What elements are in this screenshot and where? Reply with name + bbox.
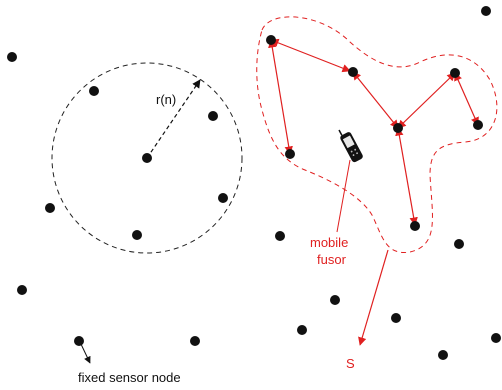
sensor-node [190,336,200,346]
sink-label: S [346,356,355,371]
sink-arrow [358,249,389,346]
sensor-node [74,336,84,346]
sensor-node [132,230,142,240]
communication-range-circle [51,62,243,254]
sensor-node [491,333,501,343]
link-a-c [268,39,293,155]
sensor-node [285,149,295,159]
sensor-node [89,86,99,96]
sensor-node [454,239,464,249]
link-b-d [352,71,399,129]
mobile-label-line2: fusor [317,252,347,267]
radius-arrow [146,79,201,159]
sensor-node [142,153,152,163]
sensor-node [7,52,17,62]
sensor-node [393,123,403,133]
link-d-g [395,127,418,226]
sensor-node [17,285,27,295]
sensor-node [330,295,340,305]
sensor-node [45,203,55,213]
sensor-node [481,6,491,16]
sensor-node [275,231,285,241]
link-a-b [270,38,351,73]
cluster-boundary [256,16,498,253]
sensor-node [348,67,358,77]
sensor-node [450,68,460,78]
mobile-phone-icon [338,129,363,163]
link-d-e [397,72,456,129]
fixed-node-arrow [79,341,91,364]
radius-label: r(n) [156,92,176,107]
sensor-node [473,120,483,130]
sensor-node [218,193,228,203]
sensor-node [297,325,307,335]
sensor-node [266,35,276,45]
link-e-f [454,72,479,126]
sensor-node [410,221,420,231]
mobile-pointer-line [336,159,351,233]
sensor-node [391,313,401,323]
sensor-nodes [7,6,501,360]
mobile-label-line1: mobile [310,235,348,250]
sensor-node [208,111,218,121]
fixed-node-label: fixed sensor node [78,370,181,385]
sensor-node [438,350,448,360]
